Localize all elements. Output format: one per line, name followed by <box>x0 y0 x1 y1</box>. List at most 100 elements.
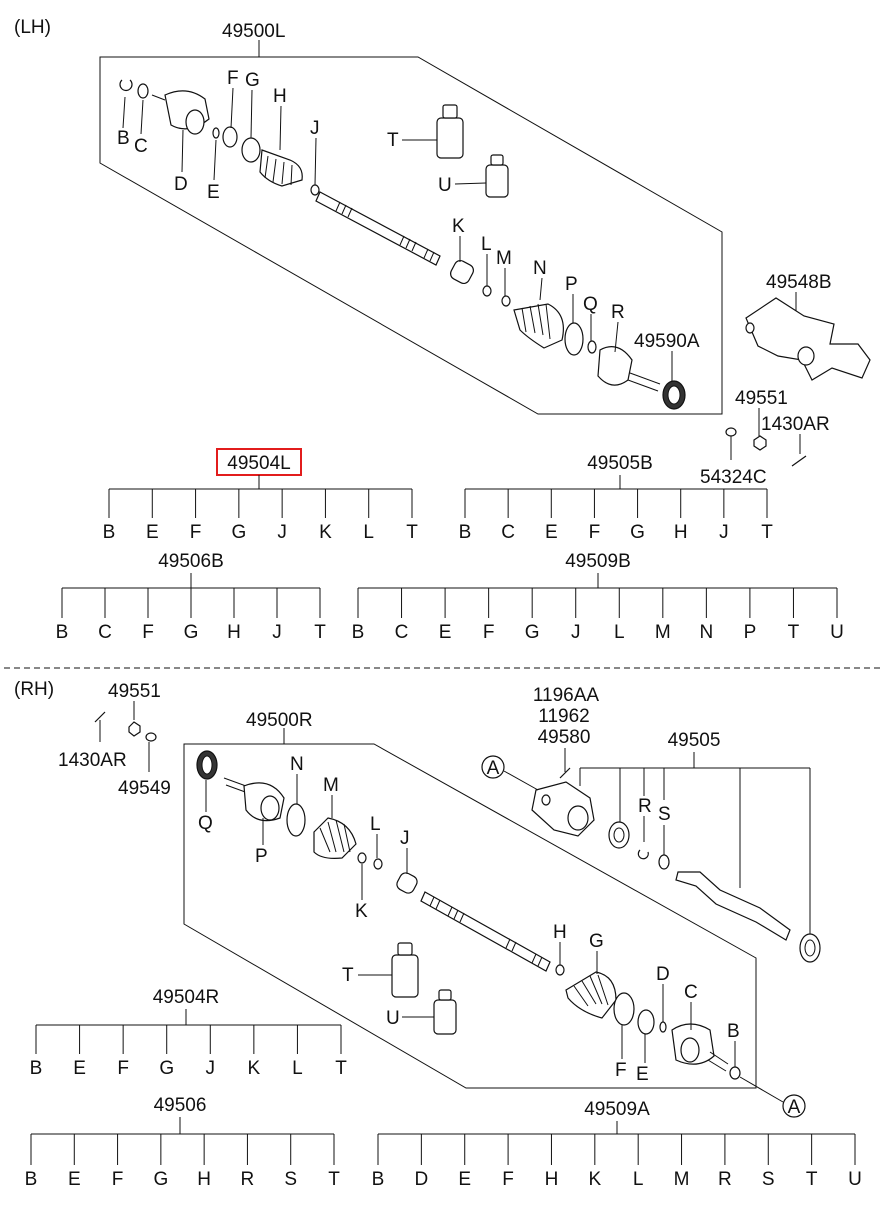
rh-kit-49504r-item-f[interactable]: F <box>117 1058 129 1079</box>
lh-kit-49505b-item-t[interactable]: T <box>761 522 773 543</box>
rh-kit-49509a-item-f[interactable]: F <box>502 1169 514 1190</box>
lh-kit-49504l-item-k[interactable]: K <box>319 522 332 543</box>
lh-kit-49505b-item-j[interactable]: J <box>719 522 729 543</box>
rh-part-h-clip[interactable] <box>555 964 565 976</box>
lh-kit-49506b-item-t[interactable]: T <box>314 622 326 643</box>
rh-intermediate-shaft[interactable] <box>675 871 791 941</box>
rh-nut-number[interactable]: 49551 <box>108 681 161 702</box>
lh-kit-49509b-title[interactable]: 49509B <box>565 551 631 572</box>
rh-bearing-code-1[interactable]: 1196AA <box>533 685 600 706</box>
lh-kit-49505b-item-b[interactable]: B <box>459 522 472 543</box>
lh-kit-49505b-item-h[interactable]: H <box>674 522 688 543</box>
lh-part-g-clamp[interactable] <box>241 137 261 163</box>
rh-kit-49506-item-h[interactable]: H <box>197 1169 211 1190</box>
lh-kit-49504l-item-g[interactable]: G <box>231 522 246 543</box>
lh-kit-49504l-item-b[interactable]: B <box>103 522 116 543</box>
rh-bearing-code-2[interactable]: 11962 <box>538 706 589 727</box>
lh-part-p-clamp[interactable] <box>564 322 584 356</box>
rh-bearing-bolt[interactable] <box>559 767 571 779</box>
lh-kit-49509b-item-j[interactable]: J <box>571 622 581 643</box>
lh-kit-49504l-title[interactable]: 49504L <box>227 453 290 474</box>
rh-kit-49509a-item-h[interactable]: H <box>545 1169 559 1190</box>
rh-kit-49504r-item-t[interactable]: T <box>335 1058 347 1079</box>
lh-kit-49509b-item-l[interactable]: L <box>614 622 625 643</box>
rh-kit-49504r-item-j[interactable]: J <box>206 1058 216 1079</box>
rh-kit-49509a-item-b[interactable]: B <box>372 1169 385 1190</box>
rh-shaft-number[interactable]: 49505 <box>668 730 721 751</box>
rh-washer-number[interactable]: 49549 <box>118 778 171 799</box>
lh-assembly-number[interactable]: 49500L <box>222 21 285 42</box>
lh-kit-49509b-item-e[interactable]: E <box>439 622 452 643</box>
rh-kit-49504r-item-b[interactable]: B <box>30 1058 43 1079</box>
lh-kit-49506b-item-j[interactable]: J <box>272 622 282 643</box>
lh-bracket-part[interactable] <box>745 297 871 381</box>
rh-part-e-clamp[interactable] <box>637 1009 655 1035</box>
rh-kit-49504r-item-k[interactable]: K <box>248 1058 261 1079</box>
lh-kit-49509b-item-n[interactable]: N <box>699 622 713 643</box>
lh-kit-49506b-item-f[interactable]: F <box>142 622 154 643</box>
rh-kit-49509a-item-u[interactable]: U <box>848 1169 862 1190</box>
rh-part-l-ring[interactable] <box>373 858 383 870</box>
rh-part-b-circlip[interactable] <box>729 1066 741 1080</box>
rh-kit-49506-item-t[interactable]: T <box>328 1169 340 1190</box>
lh-kit-49509b-item-f[interactable]: F <box>483 622 495 643</box>
lh-bracket-bolt-number[interactable]: 1430AR <box>761 414 830 435</box>
lh-kit-49509b-item-g[interactable]: G <box>525 622 540 643</box>
lh-kit-49504l-item-j[interactable]: J <box>277 522 287 543</box>
rh-kit-49509a-item-t[interactable]: T <box>806 1169 818 1190</box>
rh-kit-49509a-title[interactable]: 49509A <box>584 1099 650 1120</box>
rh-kit-49504r-title[interactable]: 49504R <box>153 987 220 1008</box>
rh-kit-49506-item-s[interactable]: S <box>284 1169 297 1190</box>
lh-kit-49505b-item-e[interactable]: E <box>545 522 558 543</box>
lh-part-e-ring[interactable] <box>212 127 220 139</box>
lh-part-j-clip[interactable] <box>310 184 320 196</box>
rh-part-d-ring[interactable] <box>659 1021 667 1033</box>
rh-part-s-seal[interactable] <box>658 854 670 870</box>
lh-part-q-ring[interactable] <box>587 340 597 354</box>
lh-kit-49506b-item-b[interactable]: B <box>56 622 69 643</box>
lh-kit-49509b-item-u[interactable]: U <box>830 622 844 643</box>
lh-bracket-nut[interactable] <box>753 435 767 451</box>
lh-part-t-grease[interactable] <box>436 117 464 159</box>
rh-kit-49506-item-e[interactable]: E <box>68 1169 81 1190</box>
rh-kit-49506-title[interactable]: 49506 <box>154 1095 207 1116</box>
rh-kit-49504r-item-e[interactable]: E <box>73 1058 86 1079</box>
lh-kit-49504l-item-f[interactable]: F <box>190 522 202 543</box>
rh-part-r-circlip[interactable] <box>637 849 649 860</box>
rh-kit-49506-item-r[interactable]: R <box>241 1169 255 1190</box>
lh-kit-49505b-item-g[interactable]: G <box>630 522 645 543</box>
lh-kit-49506b-item-h[interactable]: H <box>227 622 241 643</box>
rh-part-m-boot[interactable] <box>313 817 357 859</box>
rh-kit-49509a-item-m[interactable]: M <box>674 1169 690 1190</box>
lh-kit-49509b-item-b[interactable]: B <box>352 622 365 643</box>
lh-kit-49505b-item-c[interactable]: C <box>501 522 515 543</box>
rh-kit-49504r-item-l[interactable]: L <box>292 1058 303 1079</box>
rh-kit-49506-item-g[interactable]: G <box>153 1169 168 1190</box>
lh-kit-49504l-item-e[interactable]: E <box>146 522 159 543</box>
lh-kit-49509b-item-t[interactable]: T <box>788 622 800 643</box>
lh-kit-49506b-title[interactable]: 49506B <box>158 551 224 572</box>
lh-part-m-ring[interactable] <box>501 295 511 307</box>
rh-part-k-ring[interactable] <box>357 852 367 864</box>
rh-bolt-number[interactable]: 1430AR <box>58 750 127 771</box>
lh-part-n-boot[interactable] <box>513 303 564 349</box>
rh-kit-49509a-item-l[interactable]: L <box>633 1169 644 1190</box>
rh-kit-49506-item-f[interactable]: F <box>112 1169 124 1190</box>
rh-bolt[interactable] <box>94 711 106 723</box>
rh-kit-49509a-item-k[interactable]: K <box>588 1169 601 1190</box>
rh-washer[interactable] <box>145 732 157 742</box>
lh-part-f-clamp[interactable] <box>222 126 238 148</box>
rh-part-n-clamp[interactable] <box>286 803 306 837</box>
rh-part-j-damper[interactable] <box>395 871 419 895</box>
lh-kit-49505b-title[interactable]: 49505B <box>587 453 653 474</box>
lh-bracket-number[interactable]: 49548B <box>766 272 832 293</box>
lh-kit-49506b-item-g[interactable]: G <box>184 622 199 643</box>
lh-part-l-ring[interactable] <box>482 285 492 297</box>
lh-part-r-inner-joint[interactable] <box>597 346 633 386</box>
lh-kit-49504l-item-l[interactable]: L <box>363 522 374 543</box>
lh-kit-49506b-item-c[interactable]: C <box>98 622 112 643</box>
rh-nut[interactable] <box>128 721 141 737</box>
lh-kit-49509b-item-c[interactable]: C <box>395 622 409 643</box>
rh-part-u-grease[interactable] <box>433 999 457 1035</box>
lh-bracket-washer[interactable] <box>725 427 737 437</box>
